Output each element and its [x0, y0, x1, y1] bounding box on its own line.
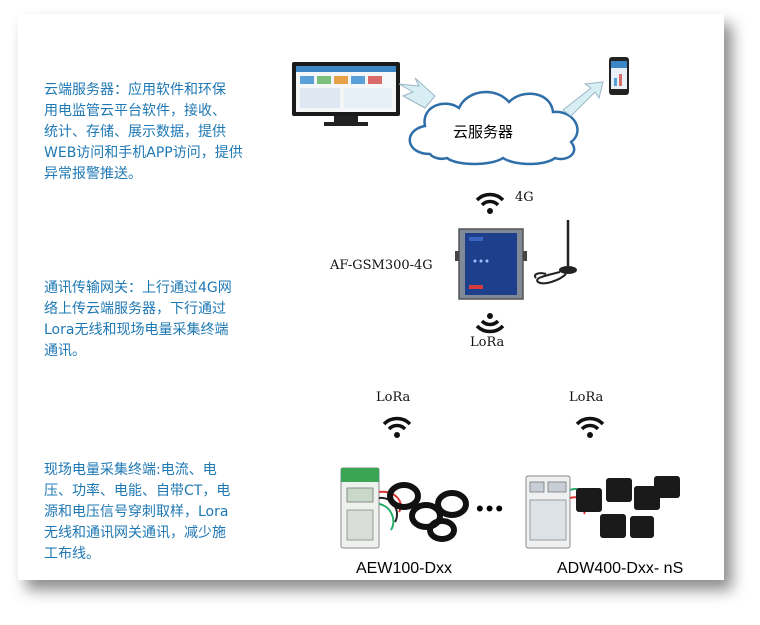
cloud-label: 云服务器: [453, 123, 514, 141]
uplink-label: 4G: [515, 190, 534, 205]
phone-icon: [609, 57, 629, 95]
monitor-icon: [292, 62, 400, 126]
cloud-description: 云端服务器：应用软件和环保 用电监管云平台软件，接收、 统计、存储、展示数据，提…: [44, 82, 243, 182]
device-right-model: ADW400-Dxx- nS: [557, 560, 684, 577]
wifi-icon: [575, 416, 605, 438]
gateway-model-label: AF-GSM300-4G: [330, 258, 433, 273]
meter-icon: [525, 475, 587, 549]
device-left-model: AEW100-Dxx: [356, 560, 453, 577]
terminal-description: 现场电量采集终端:电流、电 压、功率、电能、自带CT，电 源和电压信号穿刺取样，…: [44, 462, 231, 562]
wifi-icon: [475, 313, 505, 334]
wifi-icon: [382, 416, 412, 438]
ct-clamp-icon: [576, 476, 680, 538]
ellipsis: •••: [476, 496, 506, 521]
downlink-label: LoRa: [470, 335, 505, 350]
wifi-icon: [475, 192, 505, 214]
device-right-wireless-label: LoRa: [569, 390, 604, 405]
cloud-icon: [398, 77, 604, 166]
meter-icon: [340, 467, 402, 549]
ct-clamp-icon: [387, 482, 469, 542]
antenna-icon: [534, 220, 577, 285]
gateway-icon: [455, 228, 527, 300]
device-left-wireless-label: LoRa: [376, 390, 411, 405]
gateway-description: 通讯传输网关：上行通过4G网 络上传云端服务器，下行通过 Lora无线和现场电量…: [44, 280, 232, 359]
